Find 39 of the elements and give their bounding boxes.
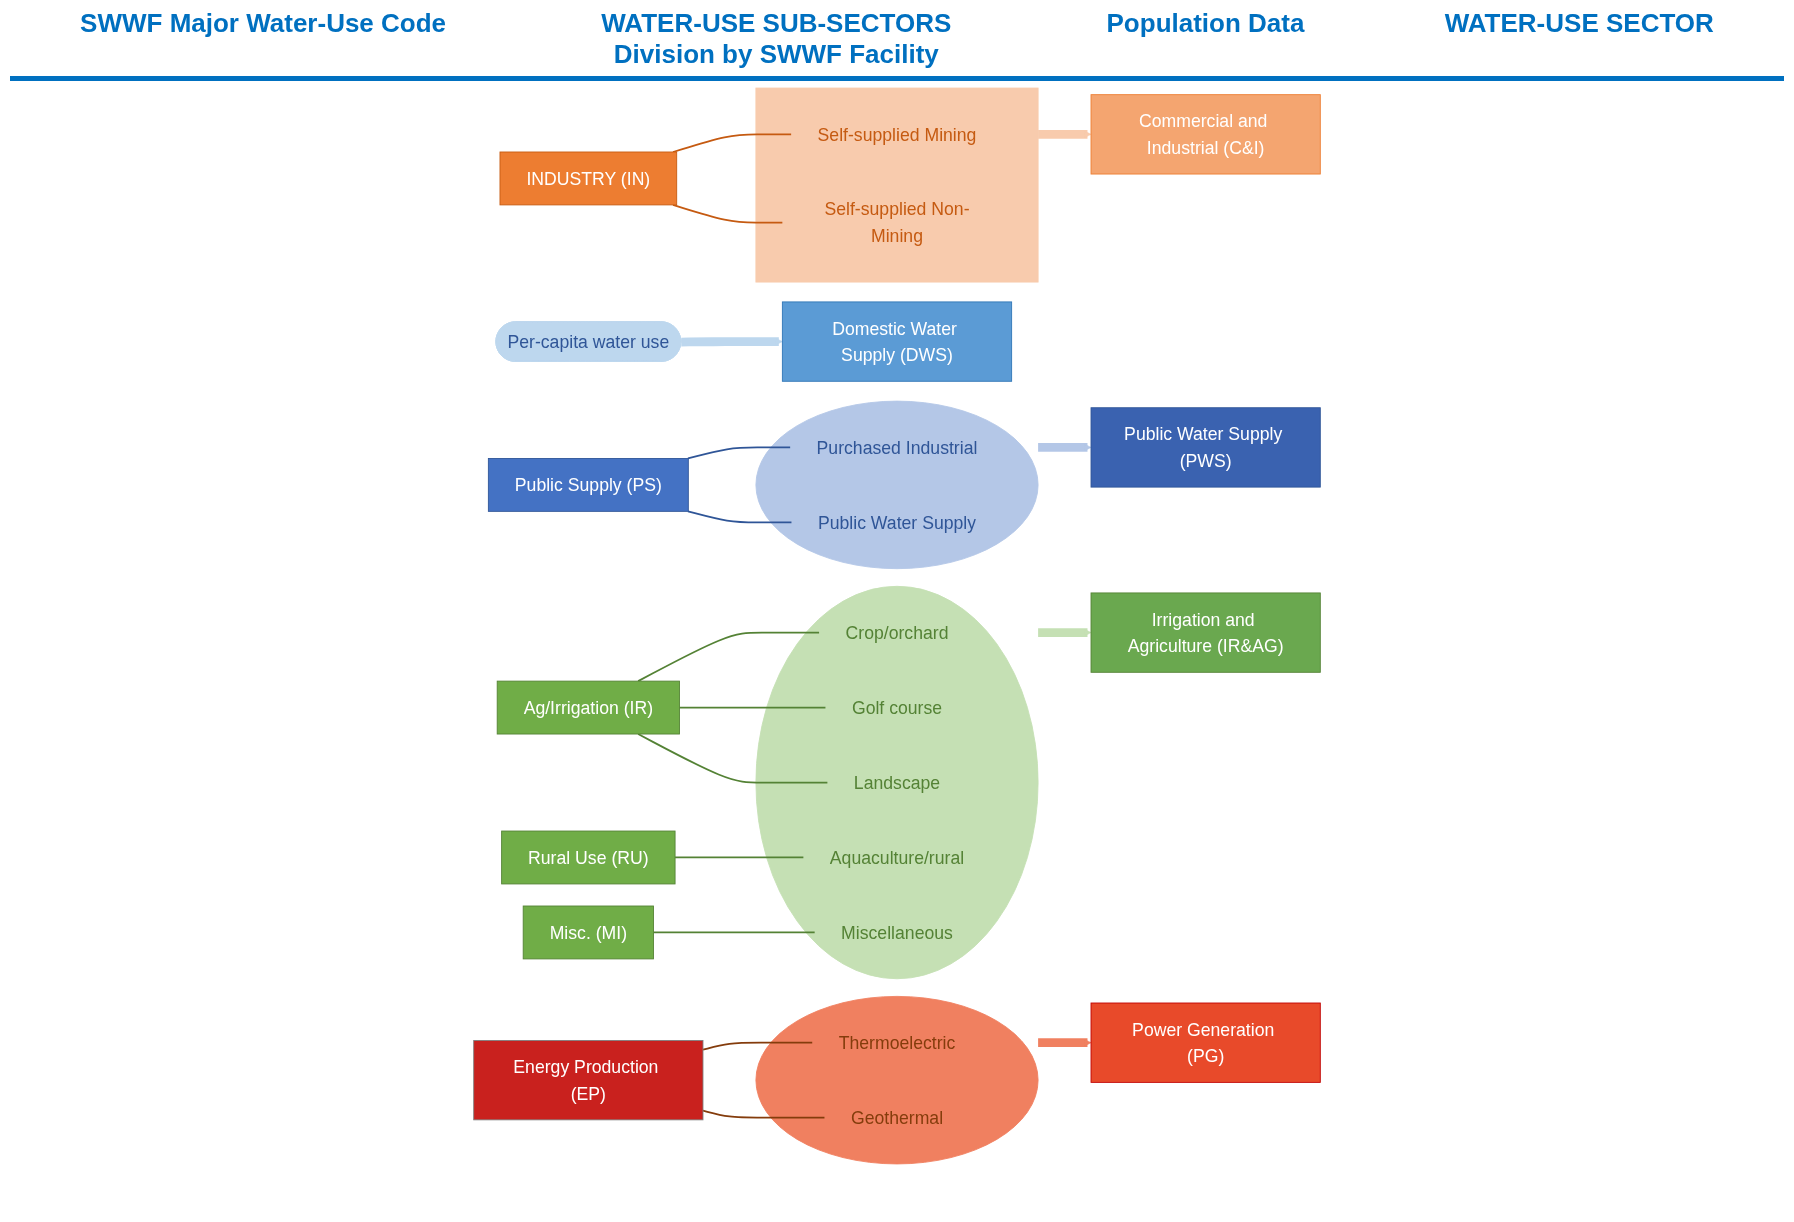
connector — [672, 204, 784, 224]
node-box: Public Supply (PS) — [487, 458, 689, 512]
node-text: Self-supplied Non-Mining — [824, 199, 970, 246]
arrow — [1038, 628, 1092, 637]
node-box: Domestic Water Supply (DWS) — [781, 301, 1013, 382]
node-text: Golf course — [851, 697, 943, 718]
node-text: Aquaculture/rural — [829, 847, 965, 868]
node-text: Public Water Supply — [817, 512, 977, 533]
node-box: Public Water Supply (PWS) — [1090, 407, 1321, 488]
node-box: INDUSTRY (IN) — [499, 151, 678, 206]
arrow — [1038, 1038, 1092, 1048]
node-text: Miscellaneous — [841, 922, 953, 943]
column-heading: Population Data — [1106, 8, 1305, 40]
node-box: Rural Use (RU) — [501, 830, 676, 885]
cluster — [755, 87, 1039, 283]
node-text: Purchased Industrial — [816, 437, 978, 458]
node-box: Irrigation and Agriculture (IR&AG) — [1090, 592, 1321, 673]
node-box: Commercial and Industrial (C&I) — [1090, 94, 1321, 175]
column-heading: WATER-USE SUB-SECTORS Division by SWWF Facility — [600, 8, 953, 70]
connector — [637, 733, 829, 784]
node-text: Geothermal — [850, 1107, 944, 1128]
connector — [674, 856, 805, 859]
node-box: Energy Production (EP) — [473, 1040, 704, 1121]
column-heading: WATER-USE SECTOR — [1444, 8, 1714, 40]
node-text: Crop/orchard — [845, 622, 949, 643]
arrow — [1038, 129, 1092, 139]
node-box: Power Generation (PG) — [1090, 1002, 1321, 1083]
arrow — [1038, 443, 1092, 452]
node-text: Self-supplied Mining — [817, 124, 977, 145]
node-text: Landscape — [853, 772, 941, 793]
connector — [702, 1109, 826, 1119]
node-box: Ag/Irrigation (IR) — [496, 680, 680, 735]
node-text: Thermoelectric — [838, 1032, 956, 1053]
connector — [652, 931, 816, 934]
connector — [702, 1041, 814, 1051]
column-heading: SWWF Major Water-Use Code — [80, 8, 447, 40]
connector — [678, 706, 827, 709]
arrow — [681, 337, 783, 347]
node-box: Misc. (MI) — [522, 905, 654, 960]
